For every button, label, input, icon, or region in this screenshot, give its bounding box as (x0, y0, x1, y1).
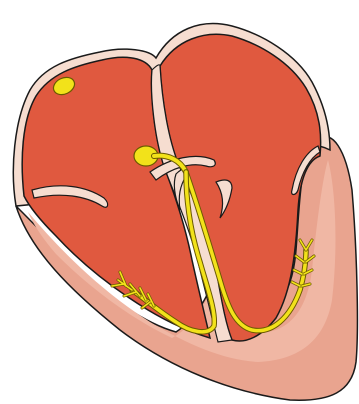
heart-conduction-diagram (0, 0, 359, 404)
